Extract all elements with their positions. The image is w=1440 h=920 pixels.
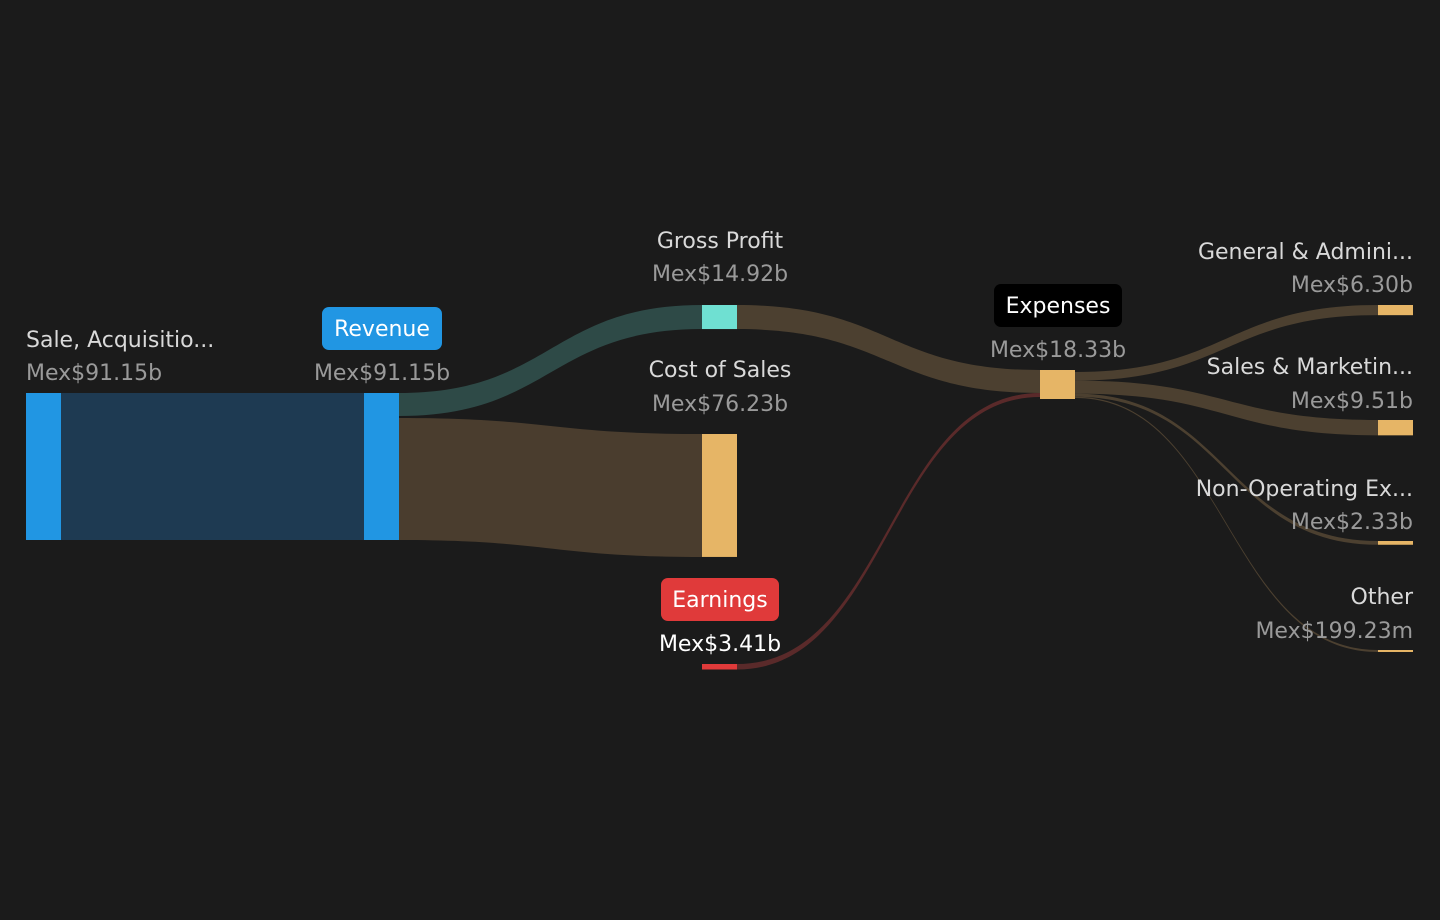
node-value-earnings: Mex$3.41b [659, 632, 781, 657]
node-bar-sale [26, 393, 61, 540]
node-value-sales-marketing: Mex$9.51b [1291, 389, 1413, 414]
node-label-gross-profit: Gross Profit [657, 229, 784, 254]
node-label-general-admin: General & Admini... [1198, 240, 1413, 265]
labels-layer: Sale, Acquisitio... Mex$91.15b Revenue M… [26, 229, 1414, 657]
links-layer [61, 305, 1378, 670]
node-bar-earnings [702, 664, 737, 670]
node-label-expenses: Expenses [1006, 294, 1111, 319]
node-label-sales-marketing: Sales & Marketin... [1207, 355, 1413, 380]
link-sale-to-revenue [61, 393, 364, 540]
node-value-general-admin: Mex$6.30b [1291, 273, 1413, 298]
node-value-sale: Mex$91.15b [26, 361, 162, 386]
node-label-sale: Sale, Acquisitio... [26, 328, 214, 353]
revenue-pill [322, 307, 442, 350]
link-earnings-to-expenses [737, 393, 1040, 670]
link-expenses-to-sm [1075, 380, 1378, 436]
node-label-non-operating: Non-Operating Ex... [1196, 477, 1413, 502]
node-bar-other [1378, 650, 1413, 652]
node-bar-ga [1378, 305, 1413, 316]
node-bar-expenses [1040, 370, 1075, 399]
link-gross_profit-to-expenses [737, 305, 1040, 393]
node-bar-revenue [364, 393, 399, 540]
node-value-gross-profit: Mex$14.92b [652, 262, 788, 287]
node-label-earnings: Earnings [672, 588, 767, 613]
node-bar-gross-profit [702, 305, 737, 330]
node-bar-sm [1378, 420, 1413, 436]
node-value-revenue: Mex$91.15b [314, 361, 450, 386]
node-value-expenses: Mex$18.33b [990, 338, 1126, 363]
node-value-cost-of-sales: Mex$76.23b [652, 392, 788, 417]
node-label-revenue: Revenue [334, 317, 430, 342]
node-bar-cost-of-sales [702, 434, 737, 557]
expenses-pill [994, 284, 1122, 327]
link-expenses-to-ga [1075, 305, 1378, 381]
earnings-pill [661, 578, 779, 621]
link-expenses-to-other [1075, 396, 1378, 652]
link-expenses-to-nonop [1075, 393, 1378, 545]
node-label-other: Other [1351, 585, 1414, 610]
node-value-non-operating: Mex$2.33b [1291, 510, 1413, 535]
node-value-other: Mex$199.23m [1255, 619, 1413, 644]
node-bar-nonop [1378, 541, 1413, 545]
nodes-layer [26, 305, 1413, 670]
node-label-cost-of-sales: Cost of Sales [649, 358, 792, 383]
link-revenue-to-gross_profit [399, 305, 702, 416]
link-revenue-to-cost_of_sales [399, 418, 702, 557]
